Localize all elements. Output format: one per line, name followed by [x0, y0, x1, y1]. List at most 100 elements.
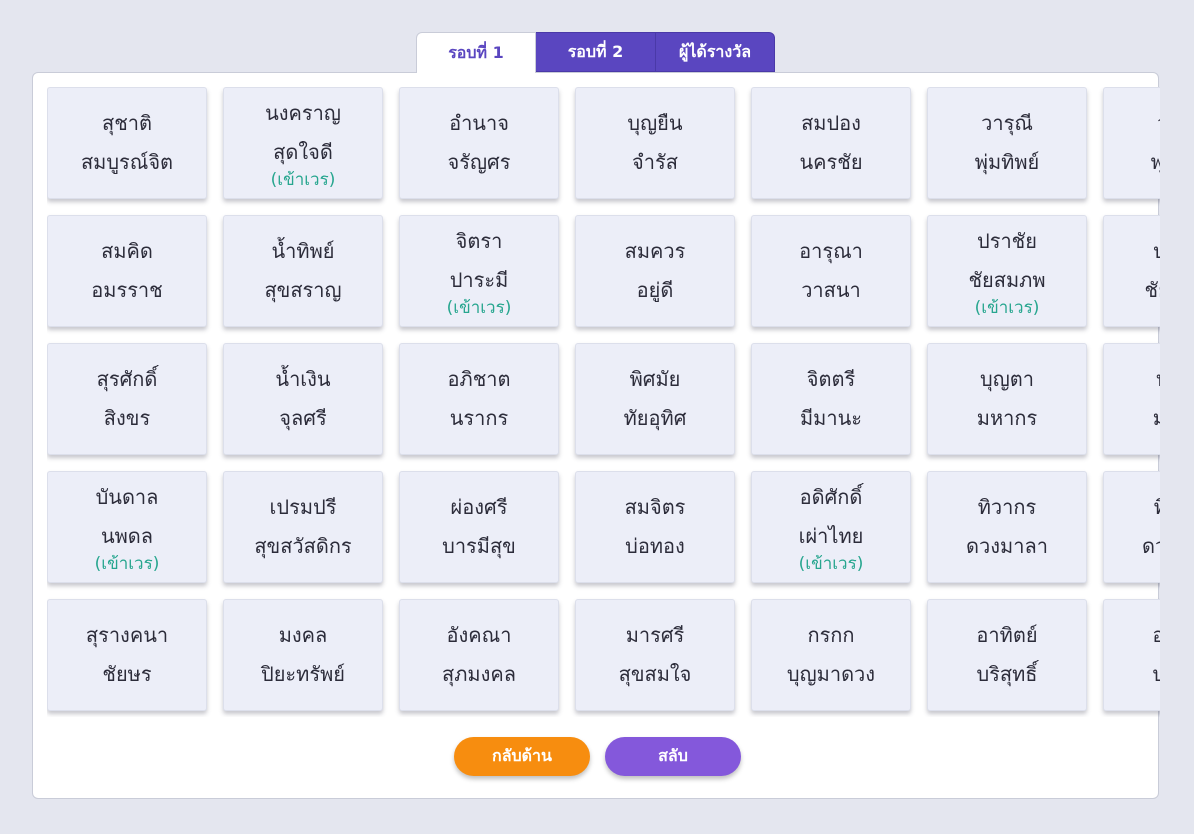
name-card[interactable]: ปราชัยชัยสมภพ — [1103, 215, 1160, 327]
last-name: บริสุทธิ์ — [1152, 662, 1160, 686]
name-card[interactable]: สมคิดอมรราช — [47, 215, 207, 327]
last-name: ทัยอุทิศ — [623, 406, 687, 430]
first-name: สมควร — [624, 239, 686, 263]
last-name: บุญมาดวง — [786, 662, 876, 686]
name-card[interactable]: กรกกบุญมาดวง — [751, 599, 911, 711]
name-card[interactable]: เปรมปรีสุขสวัสดิกร — [223, 471, 383, 583]
tab-round-1[interactable]: รอบที่ 1 — [416, 32, 536, 73]
name-card[interactable]: อภิชาตนรากร — [399, 343, 559, 455]
name-card[interactable]: วารุณีพุ่มทิพย์ — [1103, 87, 1160, 199]
name-card[interactable]: บุญยืนจำรัส — [575, 87, 735, 199]
first-name: จิตรา — [455, 229, 503, 253]
last-name: บริสุทธิ์ — [976, 662, 1038, 686]
name-card[interactable]: บันดาลนพดล (เข้าเวร) — [47, 471, 207, 583]
last-name: สุขสราญ — [264, 278, 342, 302]
last-name: เผ่าไทย — [798, 524, 864, 548]
name-card[interactable]: อารุณาวาสนา — [751, 215, 911, 327]
last-name: มหากร — [976, 406, 1038, 430]
first-name: ทิวากร — [1154, 488, 1160, 527]
card-grid-viewport: สุชาติสมบูรณ์จิต นงคราญสุดใจดี (เข้าเวร) อำ… — [47, 87, 1160, 717]
first-name: พิศมัย — [629, 367, 681, 391]
card-grid: สุชาติสมบูรณ์จิต นงคราญสุดใจดี (เข้าเวร) อำ… — [47, 87, 1160, 711]
first-name: บันดาล — [95, 485, 159, 509]
last-name: สุดใจดี — [273, 140, 333, 164]
name-card[interactable]: ผ่องศรีบารมีสุข — [399, 471, 559, 583]
last-name: พุ่มทิพย์ — [1150, 150, 1160, 174]
name-card[interactable]: นงคราญสุดใจดี (เข้าเวร) — [223, 87, 383, 199]
last-name: บ่อทอง — [625, 534, 685, 558]
name-card[interactable]: สุรศักดิ์สิงขร — [47, 343, 207, 455]
name-card[interactable]: น้ำทิพย์สุขสราญ — [223, 215, 383, 327]
first-name: ปราชัย — [977, 229, 1037, 253]
duty-note: (เข้าเวร) — [974, 298, 1040, 318]
first-name: บุญตา — [1156, 360, 1160, 399]
last-name: จุลศรี — [279, 406, 327, 430]
last-name: นพดล — [100, 524, 154, 548]
first-name: อำนาจ — [449, 111, 509, 135]
last-name: อยู่ดี — [636, 278, 674, 302]
name-card[interactable]: อังคณาสุภมงคล — [399, 599, 559, 711]
first-name: อาทิตย์ — [1152, 623, 1160, 647]
last-name: นครชัย — [799, 150, 863, 174]
card-panel: สุชาติสมบูรณ์จิต นงคราญสุดใจดี (เข้าเวร) อำ… — [32, 72, 1160, 799]
name-card[interactable]: ทิวากรดวงมาลา — [927, 471, 1087, 583]
last-name: ปาระมี — [449, 268, 509, 292]
flip-button[interactable]: กลับด้าน — [454, 737, 590, 776]
name-card[interactable]: มารศรีสุขสมใจ — [575, 599, 735, 711]
first-name: นงคราญ — [265, 101, 341, 125]
name-card[interactable]: สมปองนครชัย — [751, 87, 911, 199]
first-name: บุญตา — [980, 367, 1034, 391]
name-card[interactable]: สุรางคนาชัยษร — [47, 599, 207, 711]
last-name: ชัยษร — [102, 662, 152, 686]
last-name: จรัญศร — [447, 150, 511, 174]
first-name: บุญยืน — [627, 111, 683, 135]
tab-round-2[interactable]: รอบที่ 2 — [536, 32, 656, 72]
first-name: มารศรี — [625, 623, 685, 647]
first-name: ผ่องศรี — [450, 495, 508, 519]
name-card[interactable]: น้ำเงินจุลศรี — [223, 343, 383, 455]
tab-winners[interactable]: ผู้ได้รางวัล — [656, 32, 775, 72]
name-card[interactable]: อำนาจจรัญศร — [399, 87, 559, 199]
duty-note: (เข้าเวร) — [94, 554, 160, 574]
round-tabs: รอบที่ 1 รอบที่ 2 ผู้ได้รางวัล — [416, 32, 775, 73]
name-card[interactable]: วารุณีพุ่มทิพย์ — [927, 87, 1087, 199]
name-card[interactable]: สมควรอยู่ดี — [575, 215, 735, 327]
last-name: วาสนา — [801, 278, 861, 302]
last-name: ชัยสมภพ — [968, 268, 1046, 292]
first-name: อารุณา — [799, 239, 863, 263]
last-name: ชัยสมภพ — [1144, 278, 1160, 302]
first-name: อาทิตย์ — [976, 623, 1038, 647]
name-card[interactable]: มงคลปิยะทรัพย์ — [223, 599, 383, 711]
last-name: บารมีสุข — [442, 534, 516, 558]
last-name: สุภมงคล — [442, 662, 516, 686]
duty-note: (เข้าเวร) — [270, 170, 336, 190]
first-name: สุชาติ — [102, 111, 152, 135]
name-card[interactable]: จิตตรีมีมานะ — [751, 343, 911, 455]
first-name: อังคณา — [446, 623, 512, 647]
name-card[interactable]: บุญตามหากร — [927, 343, 1087, 455]
first-name: สมปอง — [801, 111, 861, 135]
last-name: มีมานะ — [799, 406, 862, 430]
name-card[interactable]: อดิศักดิ์เผ่าไทย (เข้าเวร) — [751, 471, 911, 583]
first-name: สมคิด — [101, 239, 153, 263]
name-card[interactable]: อาทิตย์บริสุทธิ์ — [927, 599, 1087, 711]
last-name: มหากร — [1152, 406, 1160, 430]
first-name: ปราชัย — [1153, 239, 1160, 263]
swap-button[interactable]: สลับ — [605, 737, 741, 776]
name-card[interactable]: สุชาติสมบูรณ์จิต — [47, 87, 207, 199]
name-card[interactable]: สมจิตรบ่อทอง — [575, 471, 735, 583]
name-card[interactable]: พิศมัยทัยอุทิศ — [575, 343, 735, 455]
name-card[interactable]: อาทิตย์บริสุทธิ์ — [1103, 599, 1160, 711]
first-name: น้ำเงิน — [275, 367, 331, 391]
last-name: อมรราช — [91, 278, 163, 302]
name-card[interactable]: ปราชัยชัยสมภพ (เข้าเวร) — [927, 215, 1087, 327]
name-card[interactable]: จิตราปาระมี(เข้าเวร) — [399, 215, 559, 327]
last-name: ปิยะทรัพย์ — [261, 662, 345, 686]
duty-note: (เข้าเวร) — [798, 554, 864, 574]
last-name: นรากร — [449, 406, 509, 430]
first-name: อภิชาต — [447, 367, 511, 391]
first-name: อดิศักดิ์ — [799, 485, 863, 509]
first-name: ทิวากร — [977, 495, 1037, 519]
